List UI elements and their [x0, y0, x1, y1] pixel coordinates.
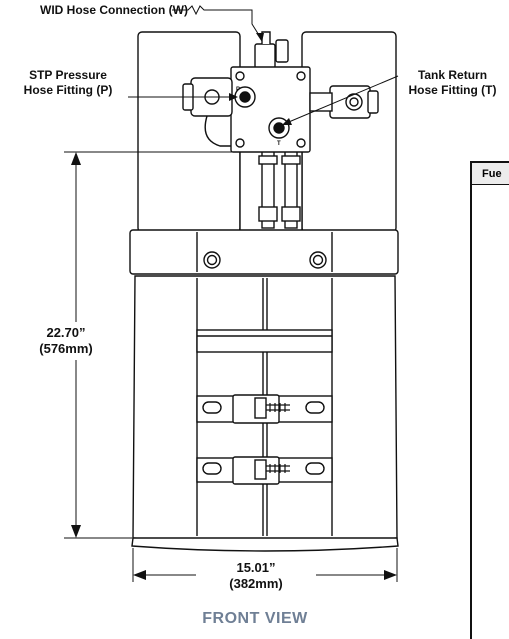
canister-base-lip: [131, 537, 399, 552]
wid-hose-callout: WID Hose Connection (W): [40, 3, 188, 17]
p-port-mark: P: [236, 87, 240, 93]
upper-housing-right: [301, 31, 397, 233]
upper-housing-left: [137, 31, 241, 233]
manifold-block: [230, 66, 311, 153]
height-dimension-label: 22.70” (576mm): [24, 325, 108, 357]
width-inches: 15.01”: [236, 560, 276, 575]
wid-fitting: [254, 43, 276, 69]
t-port-mark: T: [277, 141, 281, 147]
stp-pressure-callout: STP Pressure Hose Fitting (P): [8, 68, 128, 98]
stp-callout-line2: Hose Fitting (P): [23, 83, 113, 97]
height-inches: 22.70”: [46, 325, 86, 340]
tank-return-callout: Tank Return Hose Fitting (T): [396, 68, 509, 98]
tank-callout-line2: Hose Fitting (T): [408, 83, 497, 97]
side-table-header: Fue: [472, 163, 509, 185]
leader-tank: [283, 75, 399, 125]
height-mm: (576mm): [39, 341, 93, 356]
view-title: FRONT VIEW: [202, 610, 308, 627]
width-mm: (382mm): [229, 576, 283, 591]
mounting-collar: [129, 229, 399, 275]
side-table: Fue: [470, 161, 509, 639]
width-dimension-label: 15.01” (382mm): [196, 560, 316, 592]
canister-band-1: [196, 329, 333, 353]
stp-callout-line1: STP Pressure: [29, 68, 107, 82]
leader-wid: [172, 5, 263, 41]
tank-callout-line1: Tank Return: [417, 68, 488, 82]
